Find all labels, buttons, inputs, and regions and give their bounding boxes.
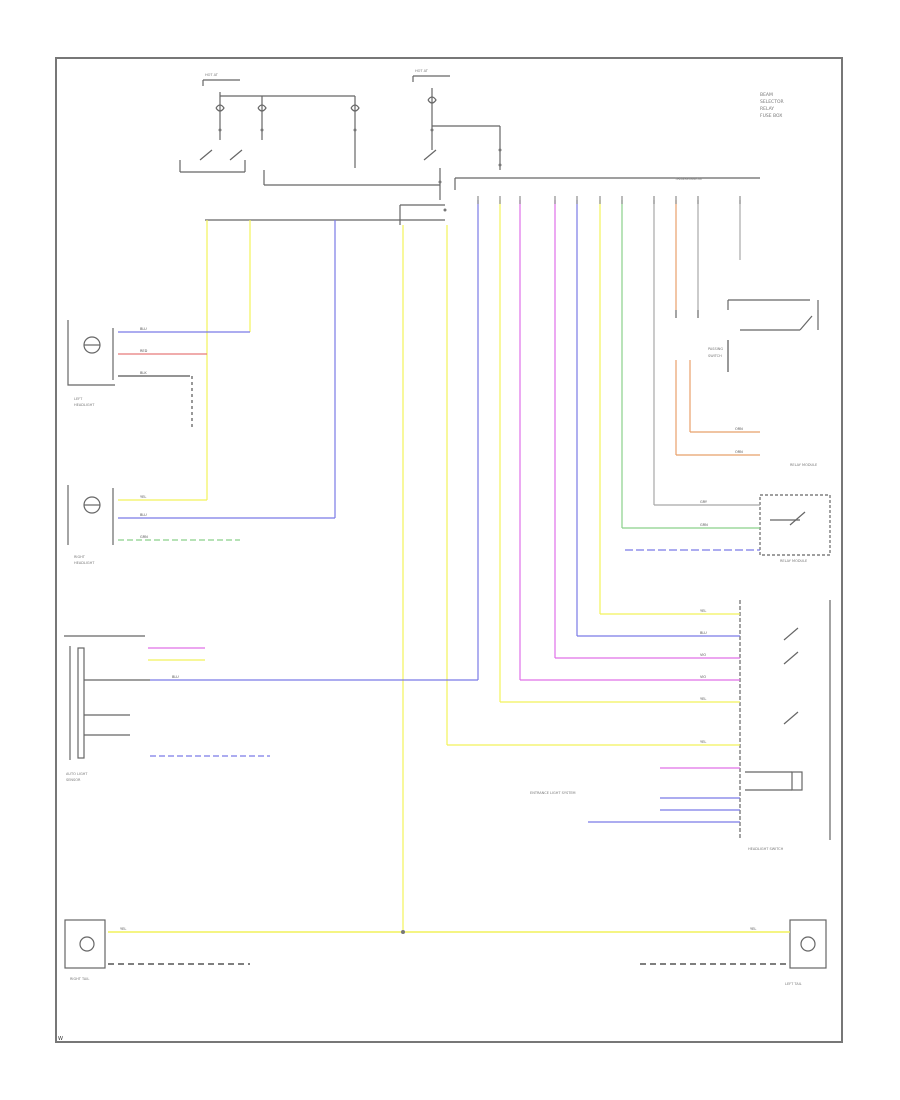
switch-icon [799, 315, 813, 331]
connector-dot-icon [218, 128, 222, 132]
bottom-lamps [64, 919, 827, 969]
svg-text:ORN: ORN [735, 450, 743, 454]
svg-text:YEL: YEL [120, 927, 126, 931]
lamp-icon [79, 936, 95, 952]
headlight-switch [739, 600, 831, 840]
svg-text:HOT AT: HOT AT [415, 69, 429, 73]
left-headlight-wires [118, 331, 250, 430]
svg-text:BLU: BLU [140, 513, 147, 517]
relay-module [759, 494, 831, 556]
svg-text:BLU: BLU [140, 327, 147, 331]
left-headlight [67, 320, 115, 386]
connector-dot-icon [430, 128, 434, 132]
svg-text:SENSOR: SENSOR [66, 778, 81, 782]
svg-text:YEL: YEL [700, 609, 706, 613]
svg-text:ENTRANCE LIGHT SYSTEM: ENTRANCE LIGHT SYSTEM [530, 791, 576, 795]
svg-text:YEL: YEL [700, 697, 706, 701]
diagram-frame [55, 57, 843, 1043]
fuse-icon [257, 104, 267, 112]
svg-text:VIO: VIO [700, 653, 706, 657]
svg-text:YEL: YEL [700, 740, 706, 744]
connector-dot-icon [498, 163, 502, 167]
svg-text:HEADLIGHT: HEADLIGHT [74, 403, 95, 407]
svg-text:BLU: BLU [172, 675, 179, 679]
switch-icon [783, 651, 799, 665]
svg-text:YEL: YEL [140, 495, 146, 499]
right-top-module [675, 299, 819, 372]
svg-text:SELECTOR: SELECTOR [760, 99, 784, 105]
svg-text:HOT AT: HOT AT [205, 73, 219, 77]
svg-text:TRANSMISSION: TRANSMISSION [674, 177, 702, 181]
right-top-wires [675, 360, 760, 456]
svg-text:YEL: YEL [750, 927, 756, 931]
svg-text:RELAY MODULE: RELAY MODULE [790, 463, 817, 467]
switch-icon [789, 511, 806, 526]
svg-text:RIGHT TAIL: RIGHT TAIL [70, 977, 89, 981]
switch-icon [783, 711, 799, 725]
right-headlight [67, 485, 114, 545]
connector-row [477, 196, 741, 204]
svg-text:SWITCH: SWITCH [708, 354, 722, 358]
svg-text:ORN: ORN [735, 427, 743, 431]
svg-text:RELAY: RELAY [760, 106, 774, 112]
svg-text:PASSING: PASSING [708, 347, 723, 351]
svg-text:RELAY MODULE: RELAY MODULE [780, 559, 807, 563]
svg-text:LEFT: LEFT [74, 397, 83, 401]
switch-icon [783, 627, 799, 641]
page-reference: W [58, 1036, 63, 1042]
svg-text:HEADLIGHT SWITCH: HEADLIGHT SWITCH [748, 847, 784, 851]
svg-text:GRN: GRN [140, 535, 148, 539]
svg-text:BEAM: BEAM [760, 92, 773, 98]
connector-dot-icon [443, 208, 447, 212]
svg-text:VIO: VIO [700, 675, 706, 679]
relay-module-wires [622, 504, 760, 551]
connector-dot-icon [401, 930, 405, 934]
wire-color-labels: BLU RED BLK YEL BLU GRN BLU YEL BLU VIO … [120, 327, 756, 931]
auto-light-sensor [64, 635, 150, 760]
svg-text:BLU: BLU [700, 631, 707, 635]
right-headlight-wires [118, 499, 335, 541]
switch-icon [199, 149, 213, 161]
fuse-icon [350, 104, 360, 112]
connector-dot-icon [260, 128, 264, 132]
component-labels: HOT AT HOT AT BEAM SELECTOR RELAY FUSE B… [66, 69, 817, 986]
fuse-icon [427, 96, 437, 104]
top-power-distribution [179, 75, 760, 225]
svg-text:FUSE BOX: FUSE BOX [760, 113, 782, 119]
switch-icon [423, 149, 437, 161]
svg-text:GRY: GRY [700, 500, 708, 504]
svg-text:BLK: BLK [140, 371, 147, 375]
bottom-lamp-wires [108, 931, 790, 965]
svg-text:HEADLIGHT: HEADLIGHT [74, 561, 95, 565]
auto-light-sensor-wires [148, 647, 478, 757]
top-connector-dots [218, 128, 502, 212]
connector-dot-icon [498, 148, 502, 152]
connector-dot-icon [353, 128, 357, 132]
svg-text:GRN: GRN [700, 523, 708, 527]
harness-drops [206, 200, 741, 932]
headlight-switch-wires [447, 613, 740, 823]
fuse-icon [215, 104, 225, 112]
connector-dot-icon [438, 180, 442, 184]
switch-icon [229, 149, 243, 161]
lamp-icon [800, 936, 816, 952]
svg-text:RIGHT: RIGHT [74, 555, 86, 559]
svg-text:AUTO LIGHT: AUTO LIGHT [66, 772, 88, 776]
svg-text:RED: RED [140, 349, 148, 353]
svg-text:LEFT TAIL: LEFT TAIL [785, 982, 802, 986]
